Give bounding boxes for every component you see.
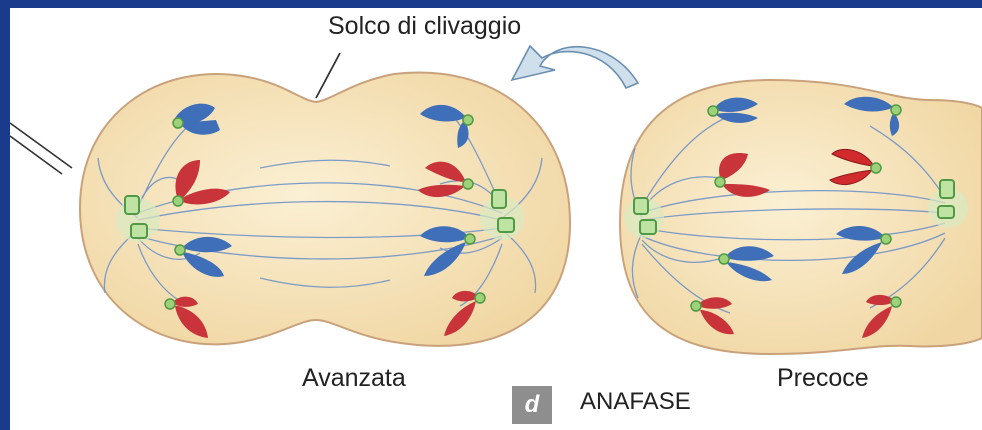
centrosome-left-early [624,198,664,238]
left-pointer-lines [10,123,72,174]
late-anaphase-label: Avanzata [302,364,406,393]
furrow-pointer-line [316,53,340,98]
cell-early-anaphase [620,80,982,354]
cell-early-membrane [620,80,982,354]
anaphase-diagram: Solco di clivaggio Avanzata Precoce d AN… [10,8,982,430]
curved-arrow [512,46,638,88]
cell-late-anaphase [80,73,570,346]
early-anaphase-label: Precoce [777,364,869,393]
panel-letter-badge: d [512,386,552,424]
cleavage-furrow-label: Solco di clivaggio [328,12,521,41]
phase-title: ANAFASE [580,388,691,416]
